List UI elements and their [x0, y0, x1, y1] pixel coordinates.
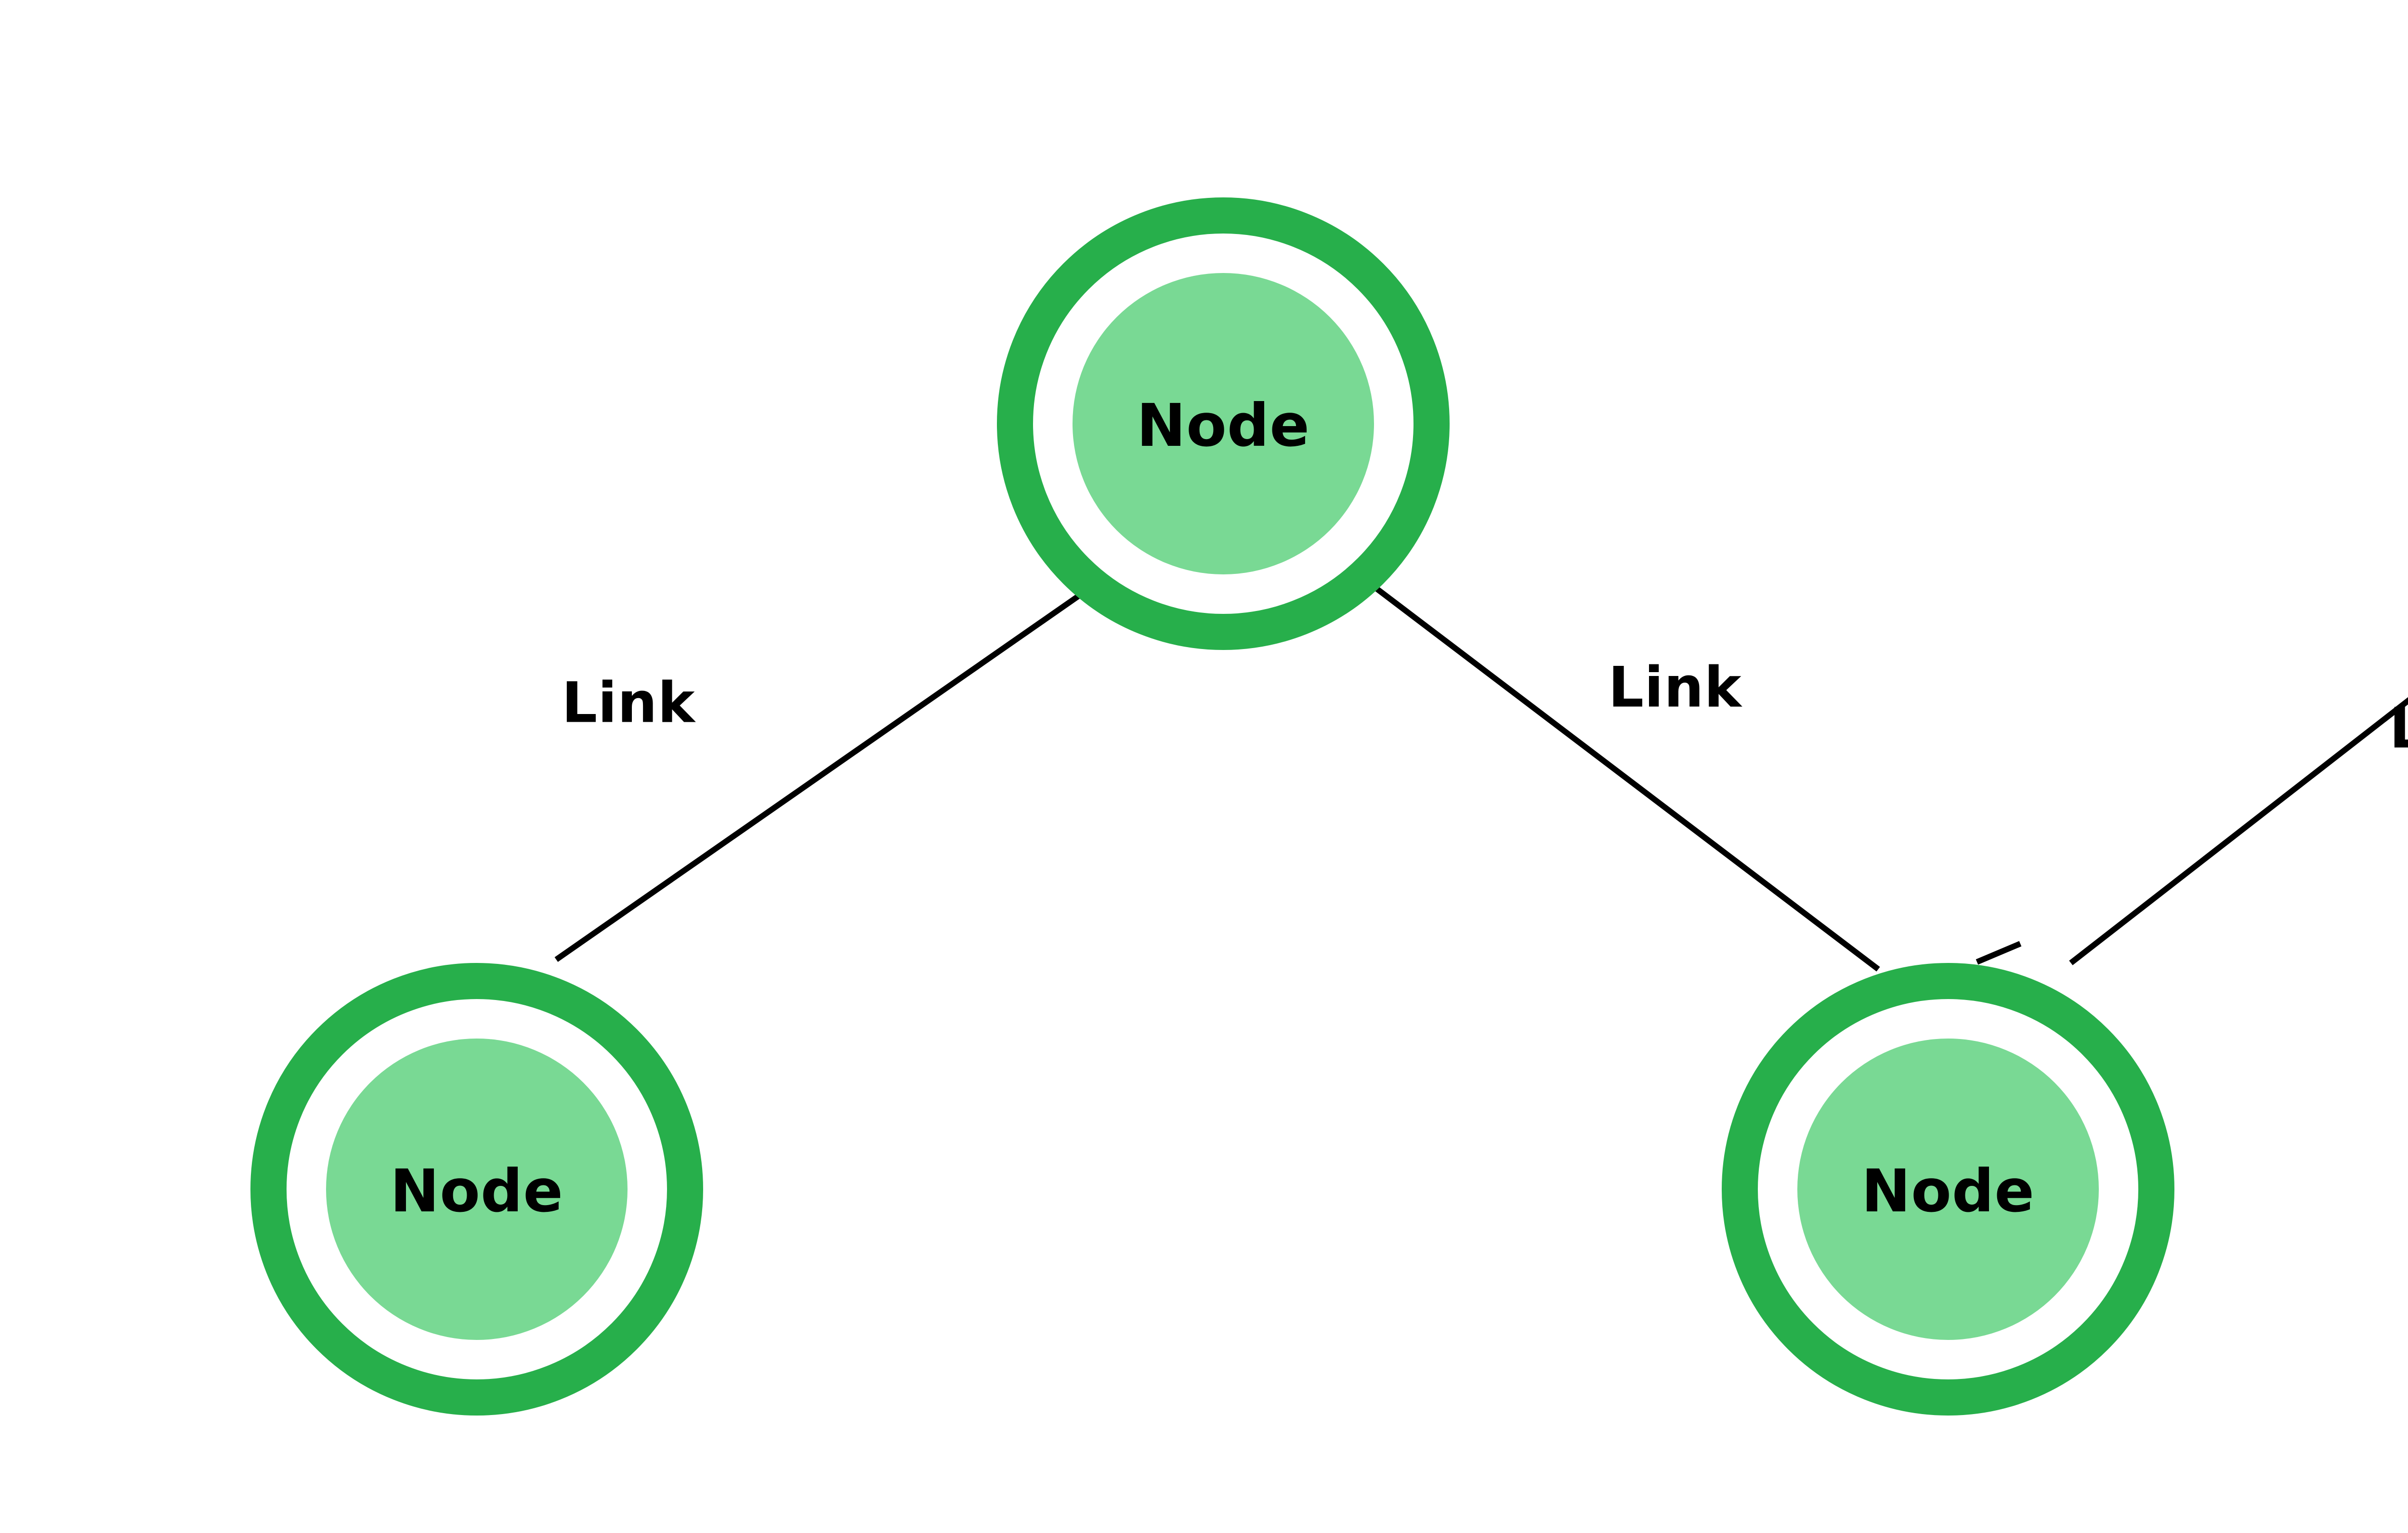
link-labels-group: LinkLinkLink: [562, 655, 2408, 761]
node-outer-ring: [1722, 963, 2174, 1416]
node-label: Node: [1137, 391, 1310, 460]
edge-link: [554, 584, 1094, 962]
node-bottom-left[interactable]: Node: [250, 963, 703, 1416]
node-fill-circle: [1797, 1039, 2099, 1340]
edge-label-link: Link: [562, 671, 696, 736]
edge-link: [1373, 585, 1880, 972]
edges-group: [554, 584, 2408, 972]
node-fill-circle: [326, 1039, 628, 1340]
node-label: Node: [1861, 1157, 2035, 1225]
node-outer-ring: [997, 197, 1450, 650]
node-fill-circle: [1073, 273, 1374, 574]
edge-link: [2069, 697, 2408, 965]
edge-label-link: Link: [1608, 655, 1742, 720]
node-label: Node: [390, 1157, 563, 1225]
nodes-group: NodeNodeNodeNode: [250, 197, 2174, 1416]
edge-link: [1976, 941, 2022, 965]
node-top-left[interactable]: Node: [997, 197, 1450, 650]
node-outer-ring: [250, 963, 703, 1416]
node-bottom-center[interactable]: Node: [1722, 963, 2174, 1416]
edge-label-link: Link: [2389, 696, 2408, 761]
